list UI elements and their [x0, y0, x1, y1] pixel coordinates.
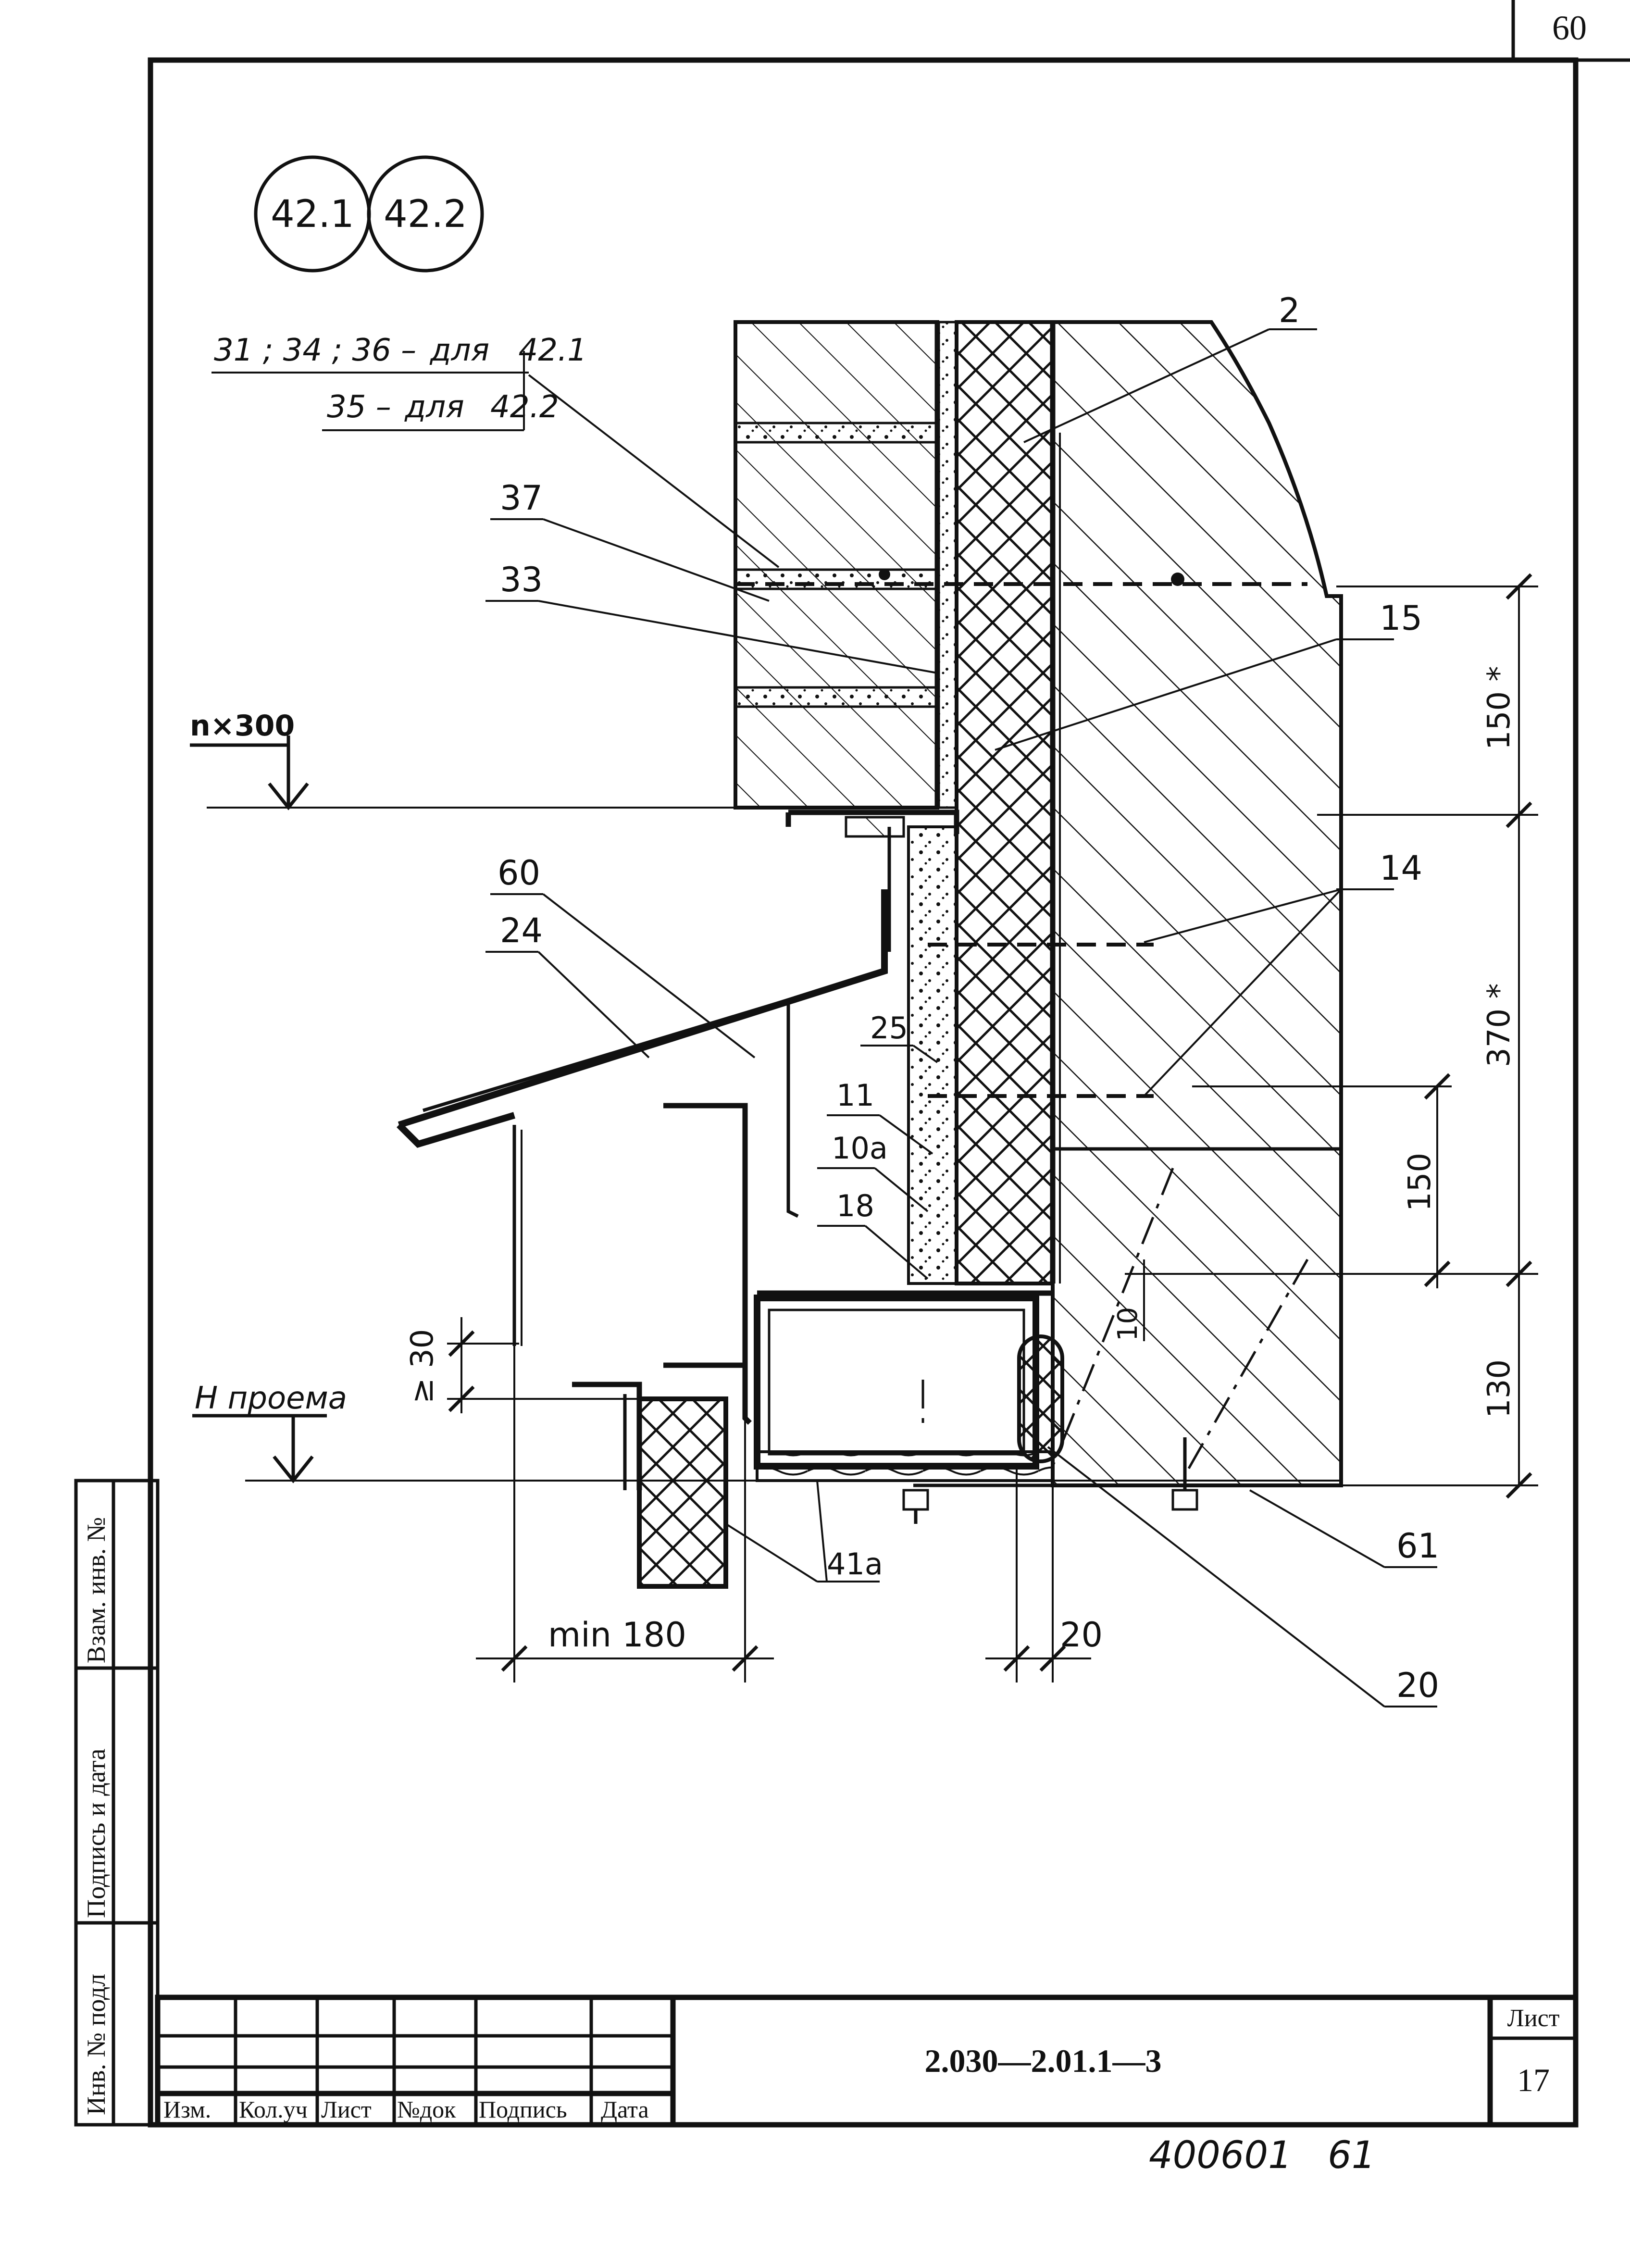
callout-61: 61 [1396, 1526, 1439, 1566]
callout-24: 24 [500, 911, 543, 950]
callout-20: 20 [1396, 1666, 1439, 1705]
detail-mark-42-1: 42.1 [271, 193, 354, 236]
dim-min-180: min 180 [548, 1615, 686, 1655]
level-mark-top: n×300 [190, 709, 784, 810]
dim-370-star: 370 * [1481, 984, 1517, 1068]
tb-header-change: Изм. [163, 2096, 211, 2123]
tb-header-date: Дата [601, 2096, 649, 2123]
air-gap [936, 321, 958, 809]
dim-20: 20 [1060, 1615, 1103, 1655]
callout-10a: 10а [832, 1131, 888, 1166]
dimension-bottom: min 180 20 [476, 1346, 1103, 1682]
concrete-wall [1051, 320, 1343, 1487]
tb-header-doc: №док [397, 2096, 456, 2123]
tb-header-sheet: Лист [321, 2096, 372, 2123]
bracket-profile [663, 1103, 752, 1425]
page-number: 60 [1552, 9, 1587, 47]
dim-10: 10 [1112, 1307, 1144, 1341]
level-opening-label: H проема [195, 1381, 347, 1416]
title-block: Изм. Кол.уч Лист №док Подпись Дата 2.030… [155, 1994, 1579, 2128]
note-line1-word: для [430, 333, 490, 368]
dimension-30: ≥ 30 [405, 1317, 639, 1413]
callout-33: 33 [500, 560, 543, 599]
callout-15: 15 [1380, 598, 1422, 638]
dim-130: 130 [1481, 1359, 1517, 1418]
timber-lining [756, 1450, 1054, 1482]
callout-25: 25 [870, 1010, 908, 1046]
svg-text:35 – для 42.2: 35 – для 42.2 [327, 389, 559, 425]
callout-37: 37 [500, 478, 543, 518]
stamp-signature-date: Подпись и дата [82, 1748, 111, 1918]
dim-30: ≥ 30 [405, 1329, 440, 1404]
tb-designation: 2.030—2.01.1—3 [925, 2043, 1162, 2079]
callout-14: 14 [1380, 848, 1422, 888]
tb-sheet-label: Лист [1507, 2005, 1560, 2032]
insulation-layer [955, 320, 1055, 1285]
callout-11: 11 [836, 1078, 874, 1113]
window-frame-box [754, 1295, 1039, 1470]
note-line1-prefix: 31 ; 34 ; 36 – [214, 333, 416, 368]
note-line2-word: для [404, 389, 464, 425]
window-sill-flashing [397, 889, 888, 1148]
applicability-note: 31 ; 34 ; 36 – для 42.1 35 – для 42.2 [212, 333, 780, 568]
note-line2-prefix: 35 – [327, 389, 391, 425]
support-angle [785, 810, 959, 834]
callout-60: 60 [498, 853, 540, 893]
archive-number: 400601 61 [1149, 2134, 1375, 2177]
callout-41a: 41а [827, 1546, 883, 1582]
stamp-replacement-inv: Взам. инв. № [82, 1517, 111, 1663]
stamp-original-inv: Инв. № подл [82, 1974, 111, 2115]
tb-header-qty: Кол.уч [239, 2096, 308, 2123]
tb-sheet-number: 17 [1517, 2062, 1550, 2098]
callout-2: 2 [1279, 291, 1300, 330]
callouts: 2 37 33 15 14 60 24 25 11 10а 18 [485, 291, 1439, 1707]
detail-circle-42-2 [367, 155, 484, 273]
dimension-chain-right: 150 * 370 * 130 150 10 [1112, 573, 1538, 1499]
note-line1-target: 42.1 [519, 333, 587, 368]
anchor-bolts [902, 1437, 1240, 1524]
dim-150-star: 150 * [1481, 666, 1517, 750]
level-mark-opening: H проема [192, 1381, 1341, 1483]
detail-marks: 42.1 42.2 [254, 155, 484, 273]
detail-mark-42-2: 42.2 [384, 193, 467, 236]
brick-masonry [734, 320, 940, 810]
mortar-fill [907, 825, 958, 1285]
svg-text:31 ; 34 ; 36 – для: 31 ; 34 ; 36 – для 42.1 [214, 333, 587, 368]
seal-element [1017, 1334, 1064, 1463]
callout-18: 18 [836, 1188, 874, 1223]
tb-header-signature: Подпись [479, 2096, 567, 2123]
lower-panel [637, 1396, 728, 1589]
side-stamp: Взам. инв. № Подпись и дата Инв. № подл [74, 1479, 160, 2127]
dim-150: 150 [1402, 1153, 1438, 1211]
page-number-box: 60 [1511, 0, 1630, 62]
level-top-label: n×300 [190, 709, 295, 743]
